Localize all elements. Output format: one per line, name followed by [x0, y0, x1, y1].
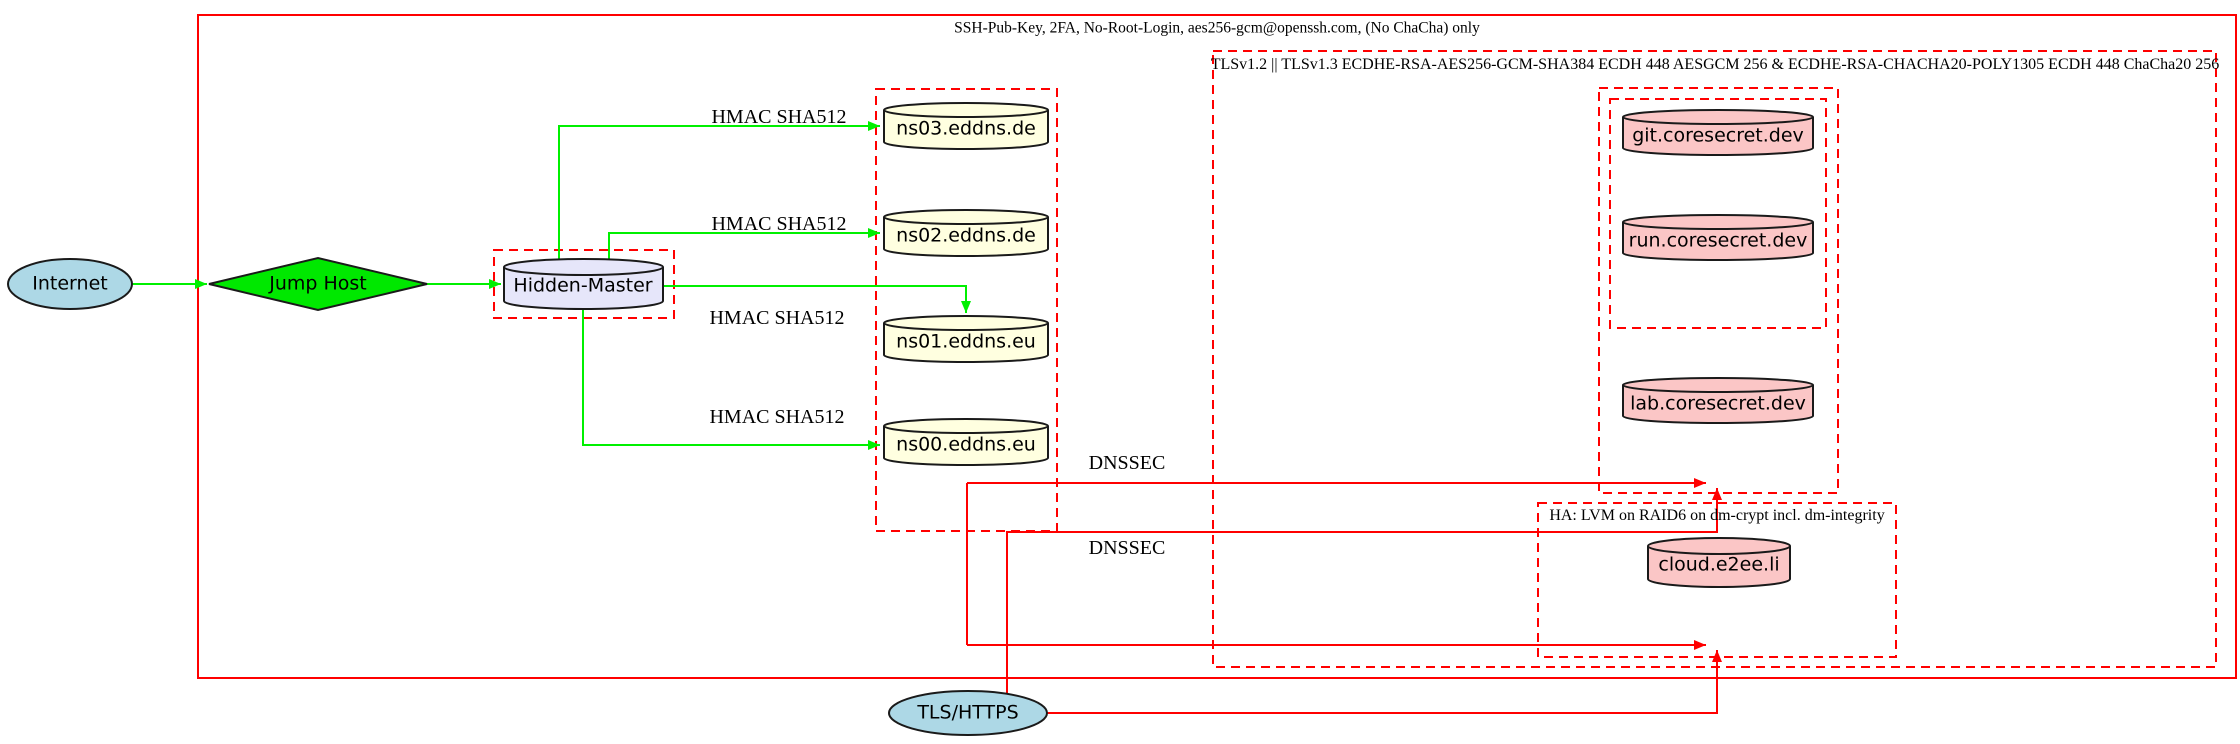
ns03-node [883, 102, 1049, 150]
internet-node [7, 258, 133, 310]
internet-node-label: Internet [32, 272, 108, 295]
hidden-master-node-label: Hidden-Master [513, 274, 653, 297]
edge-hiddenmaster-to-ns02 [608, 228, 880, 259]
ns01-node-label: ns01.eddns.eu [896, 330, 1036, 353]
run-node-label: run.coresecret.dev [1628, 229, 1808, 252]
ns03-node-label: ns03.eddns.de [896, 117, 1036, 140]
jump-host-node-label: Jump Host [269, 272, 367, 295]
hmac-label-ns03: HMAC SHA512 [711, 106, 847, 128]
ns00-node-label: ns00.eddns.eu [896, 433, 1036, 456]
cloud-node [1647, 537, 1791, 588]
jump-host-node [208, 256, 428, 312]
git-node [1622, 109, 1814, 156]
hmac-label-ns02: HMAC SHA512 [711, 213, 847, 235]
hidden-master-node [503, 258, 664, 310]
coresecret-outer-cluster-box [1598, 87, 1839, 494]
run-node [1622, 214, 1814, 261]
edge-tlshttps-to-coresecret [1006, 488, 1722, 694]
ns00-node [883, 418, 1049, 466]
ns02-node-label: ns02.eddns.de [896, 224, 1036, 247]
tls-https-node-label: TLS/HTTPS [917, 701, 1019, 724]
tls-cluster-box [1212, 50, 2217, 668]
lab-node [1622, 377, 1814, 424]
edge-hiddenmaster-to-ns03 [558, 121, 880, 259]
edge-hiddenmaster-to-ns00 [582, 309, 880, 450]
lab-node-label: lab.coresecret.dev [1630, 392, 1806, 415]
coresecret-inner-cluster-box [1609, 98, 1827, 329]
hmac-label-ns00: HMAC SHA512 [709, 406, 845, 428]
edge-tlshttps-to-ha [1047, 650, 1722, 714]
tls-https-node [888, 690, 1048, 736]
ns02-node [883, 209, 1049, 257]
ha-cluster-label: HA: LVM on RAID6 on dm-crypt incl. dm-in… [1549, 507, 1885, 524]
dnssec-label-1: DNSSEC [1088, 452, 1166, 474]
ns01-node [883, 315, 1049, 363]
git-node-label: git.coresecret.dev [1632, 124, 1804, 147]
dnssec-label-2: DNSSEC [1088, 537, 1166, 559]
ssh-cluster-label: SSH-Pub-Key, 2FA, No-Root-Login, aes256-… [954, 19, 1480, 37]
tls-cluster-label: TLSv1.2 || TLSv1.3 ECDHE-RSA-AES256-GCM-… [1210, 56, 2220, 73]
ssh-cluster-box [197, 14, 2237, 679]
cloud-node-label: cloud.e2ee.li [1658, 553, 1780, 576]
edge-hiddenmaster-to-ns01 [663, 285, 971, 313]
hmac-label-ns01: HMAC SHA512 [709, 307, 845, 329]
